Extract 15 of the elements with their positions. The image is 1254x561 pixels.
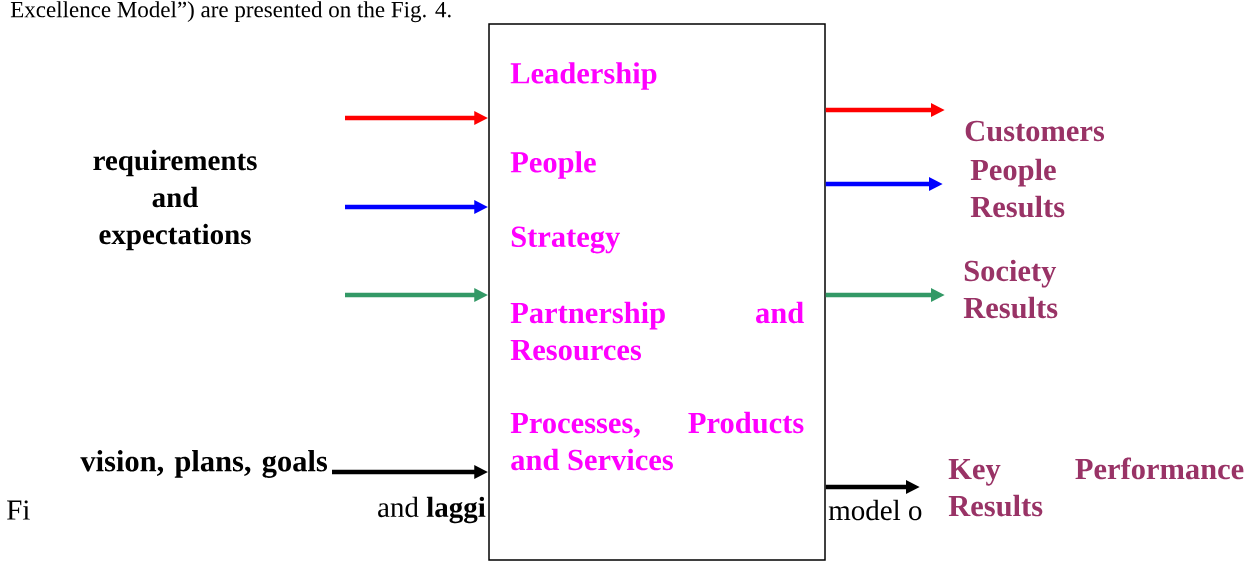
body-text: model o [828,499,922,521]
result-text: Customers [965,120,1105,142]
result-text: Society Results [963,259,1058,319]
input-text: vision, plans, goals [80,450,328,478]
heading-text: requirements and expectations [93,149,257,251]
result-text: People Results [970,158,1065,218]
criterion-text: Strategy [511,226,620,254]
body-text: Excellence Model”) are presented on the Fig. 4. [10,1,451,23]
criterion-text: Leadership [510,62,657,90]
criterion-text: People [510,151,596,179]
body-text: Fi [7,500,30,520]
criterion-text: Processes, Products and Services [510,411,804,471]
criterion-text: Partnership and Resources [510,301,804,361]
result-text: Key Performance Results [948,457,1244,517]
body-text: and laggi [378,496,486,524]
